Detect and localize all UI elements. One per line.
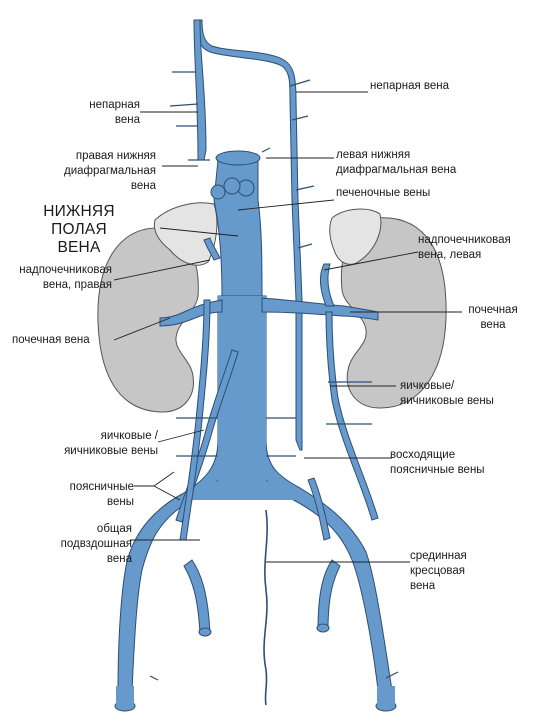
label-ivc: НИЖНЯЯ ПОЛАЯ ВЕНА (34, 203, 124, 257)
label-phrenic-right-line2: диафрагмальная (64, 165, 156, 177)
ascending-lumbar-left (307, 477, 331, 541)
label-median-sacral-line1: срединная (410, 550, 467, 562)
label-ivc-line1: НИЖНЯЯ (43, 203, 115, 220)
hepatic-vein-mid (223, 177, 241, 195)
label-ivc-line3: ВЕНА (57, 239, 101, 256)
label-adrenal-left-line1: надпочечниковая (418, 234, 511, 246)
label-renal-left-line2: вена (480, 319, 506, 331)
label-common-iliac-line2: подвздошная (60, 538, 132, 550)
left-adrenal-gland (329, 208, 382, 265)
label-ascending-lumbar-line2: поясничные вены (390, 464, 485, 476)
hepatic-vein-right (210, 184, 226, 200)
label-gonadal-right-line2: яичниковые вены (64, 445, 158, 457)
label-median-sacral-line3: вена (410, 580, 436, 592)
label-gonadal-left-line1: яичковые/ (400, 380, 455, 392)
label-phrenic-right-line1: правая нижняя (75, 150, 156, 162)
label-adrenal-left: надпочечниковая вена, левая (418, 233, 511, 263)
label-renal-right: почечная вена (12, 334, 90, 346)
label-azygos-right: непарная вена (370, 80, 450, 92)
label-median-sacral: срединная кресцовая вена (410, 549, 467, 594)
internal-iliac-end-left (316, 623, 330, 633)
label-gonadal-right: яичковые / яичниковые вены (18, 429, 158, 459)
label-adrenal-left-line2: вена, левая (418, 249, 482, 261)
label-adrenal-right: надпочечниковая вена, правая (6, 263, 112, 293)
azygos-vein (195, 19, 303, 451)
hepatic-vein-left (237, 179, 255, 197)
label-lumbar-line1: поясничные (69, 481, 134, 493)
right-adrenal-gland (153, 202, 218, 266)
internal-iliac-end-right (198, 627, 212, 637)
label-renal-left-line1: почечная (468, 304, 518, 316)
label-common-iliac-line1: общая (96, 523, 132, 535)
label-common-iliac-line3: вена (106, 553, 132, 565)
ivc-top-opening (215, 150, 261, 166)
label-adrenal-right-line1: надпочечниковая (19, 264, 112, 276)
median-sacral-vein (263, 509, 268, 706)
veins (117, 19, 393, 691)
label-phrenic-right: правая нижняя диафрагмальная вена (30, 149, 156, 194)
label-hepatic: печеночные вены (336, 187, 431, 199)
adrenal-vein-left (319, 263, 335, 307)
label-ascending-lumbar-line1: восходящие (390, 449, 456, 461)
label-gonadal-left-line2: яичниковые вены (400, 395, 494, 407)
internal-iliac-left (317, 559, 341, 631)
label-azygos-left: непарная вена (60, 98, 140, 128)
label-phrenic-left: левая нижняя диафрагмальная вена (336, 148, 456, 178)
leader-lines (113, 91, 462, 563)
label-gonadal-right-line1: яичковые / (100, 430, 158, 442)
label-median-sacral-line2: кресцовая (410, 565, 466, 577)
label-phrenic-left-line1: левая нижняя (336, 149, 411, 161)
label-lumbar: поясничные вены (40, 480, 134, 510)
internal-iliac-right (183, 559, 211, 635)
label-azygos-left-line1: непарная (89, 99, 140, 111)
renal-vein-left (261, 297, 379, 321)
label-common-iliac: общая подвздошная вена (24, 522, 132, 567)
label-renal-left: почечная вена (458, 303, 528, 333)
label-azygos-left-line2: вена (114, 114, 140, 126)
label-gonadal-left: яичковые/ яичниковые вены (400, 379, 494, 409)
label-ivc-line2: ПОЛАЯ (51, 221, 107, 238)
label-adrenal-right-line2: вена, правая (42, 279, 112, 291)
azygos-trunk-right (193, 19, 207, 161)
label-ascending-lumbar: восходящие поясничные вены (390, 448, 485, 478)
label-phrenic-left-line2: диафрагмальная вена (336, 164, 457, 176)
left-kidney (340, 217, 447, 409)
lumbar-tributaries (149, 71, 399, 681)
label-lumbar-line2: вены (107, 496, 134, 508)
adrenal-vein-right (203, 237, 221, 261)
label-phrenic-right-line3: вена (130, 180, 156, 192)
right-kidney (97, 227, 199, 413)
